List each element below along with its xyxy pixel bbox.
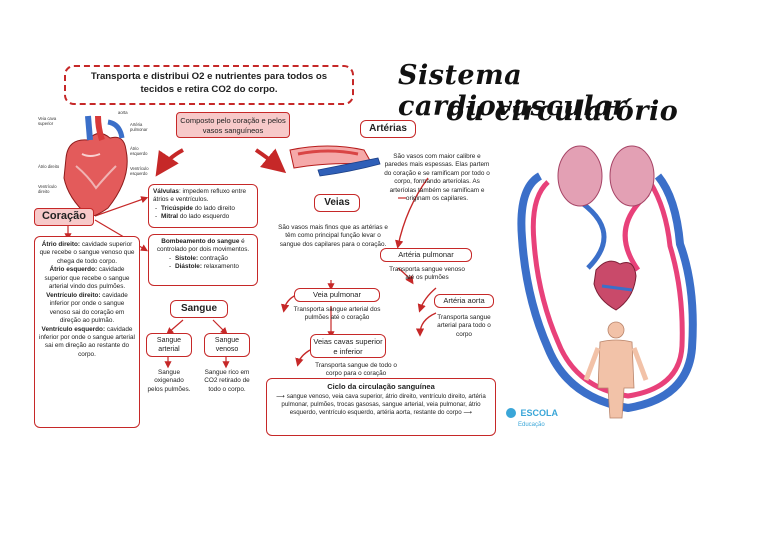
veias-label: Veias <box>314 194 360 212</box>
label-arteria-pulmonar: Artéria pulmonar <box>130 122 148 133</box>
atrio-esquerdo-desc: Átrio esquerdo: cavidade superior que re… <box>44 266 130 291</box>
label-ventriculo-esquerdo: Ventrículo esquerdo <box>130 166 149 177</box>
veia-pulmonar-text: Transporta sangue arterial dos pulmões a… <box>293 306 381 322</box>
sangue-arterial-text: Sangue oxigenado pelos pulmões. <box>147 369 191 393</box>
title-line-1: Sistema cardiovascular <box>398 60 627 122</box>
connectors-layer <box>63 115 697 419</box>
header-text: Transporta e distribui O2 e nutrientes p… <box>90 71 328 95</box>
composto-box: Composto pelo coração e pelos vasos sang… <box>176 112 290 138</box>
logo-icon <box>506 407 516 418</box>
heart-illustration <box>63 115 128 217</box>
valvulas-box: Válvulas: impedem refluxo entre átrios e… <box>148 184 258 228</box>
arteria-aorta-label: Artéria aorta <box>434 294 494 308</box>
escola-logo: ESCOLA Educação <box>506 404 566 428</box>
diastole-item: Diástole: relaxamento <box>169 263 253 272</box>
veias-text: São vasos mais finos que as artérias e t… <box>278 224 388 248</box>
label-aorta: aorta <box>118 110 128 115</box>
ciclo-text: ⟶ sangue venoso, veia cava superior, átr… <box>276 393 486 417</box>
atrio-direito-desc: Átrio direito: cavidade superior que rec… <box>39 241 135 265</box>
tricuspide-item: Tricúspide do lado direito <box>155 205 253 214</box>
label-atrio-direito: Átrio direito <box>38 164 60 169</box>
circulation-diagram <box>517 145 697 419</box>
coracao-details-box: Átrio direito: cavidade superior que rec… <box>34 236 140 428</box>
arrow-right-icon: ⟶ <box>276 393 287 400</box>
ciclo-title: Ciclo da circulação sanguínea <box>327 382 435 391</box>
sangue-label: Sangue <box>170 300 228 318</box>
mind-map-sheet: Transporta e distribui O2 e nutrientes p… <box>28 58 708 442</box>
title-line-2: ou circulatório <box>446 96 679 127</box>
mitral-item: Mitral do lado esquerdo <box>155 213 253 222</box>
sangue-venoso-text: Sangue rico em CO2 retirado de todo o co… <box>204 369 250 393</box>
header-box: Transporta e distribui O2 e nutrientes p… <box>64 65 354 105</box>
sangue-venoso-label: Sangue venoso <box>204 333 250 357</box>
arteria-pulmonar-text: Transporta sangue venoso até os pulmões <box>389 266 465 282</box>
arteria-pulmonar-label: Artéria pulmonar <box>380 248 472 262</box>
ventriculo-direito-desc: Ventrículo direito: cavidade inferior po… <box>46 291 128 325</box>
label-ventriculo-direito: Ventrículo direito <box>38 184 57 195</box>
veias-cavas-text: Transporta sangue de todo o corpo para o… <box>315 362 397 378</box>
arterias-label: Artérias <box>360 120 416 138</box>
ciclo-box: Ciclo da circulação sanguínea ⟶ sangue v… <box>266 378 496 436</box>
sangue-arterial-label: Sangue arterial <box>146 333 192 357</box>
arrow-right-icon: ⟶ <box>461 409 473 417</box>
sistole-item: Sístole: contração <box>169 255 253 264</box>
veias-cavas-label: Veias cavas superior e inferior <box>310 334 386 358</box>
arrow-to-heart <box>155 148 184 177</box>
bombeamento-box: Bombeamento do sangue é controlado por d… <box>148 234 258 286</box>
coracao-label: Coração <box>34 208 94 226</box>
vessel-illustration <box>289 145 381 177</box>
arteria-aorta-text: Transporta sangue arterial para todo o c… <box>437 314 491 338</box>
ventriculo-esquerdo-desc: Ventrículo esquerdo: cavidade inferior p… <box>39 325 135 358</box>
veia-pulmonar-label: Veia pulmonar <box>294 288 380 302</box>
label-veia-cava-superior: Veia cava superior <box>38 116 57 127</box>
arrow-to-vessels <box>254 148 287 174</box>
arterias-text: São vasos com maior calibre e paredes ma… <box>384 153 490 203</box>
label-atrio-esquerdo: Átrio esquerdo <box>130 146 148 157</box>
